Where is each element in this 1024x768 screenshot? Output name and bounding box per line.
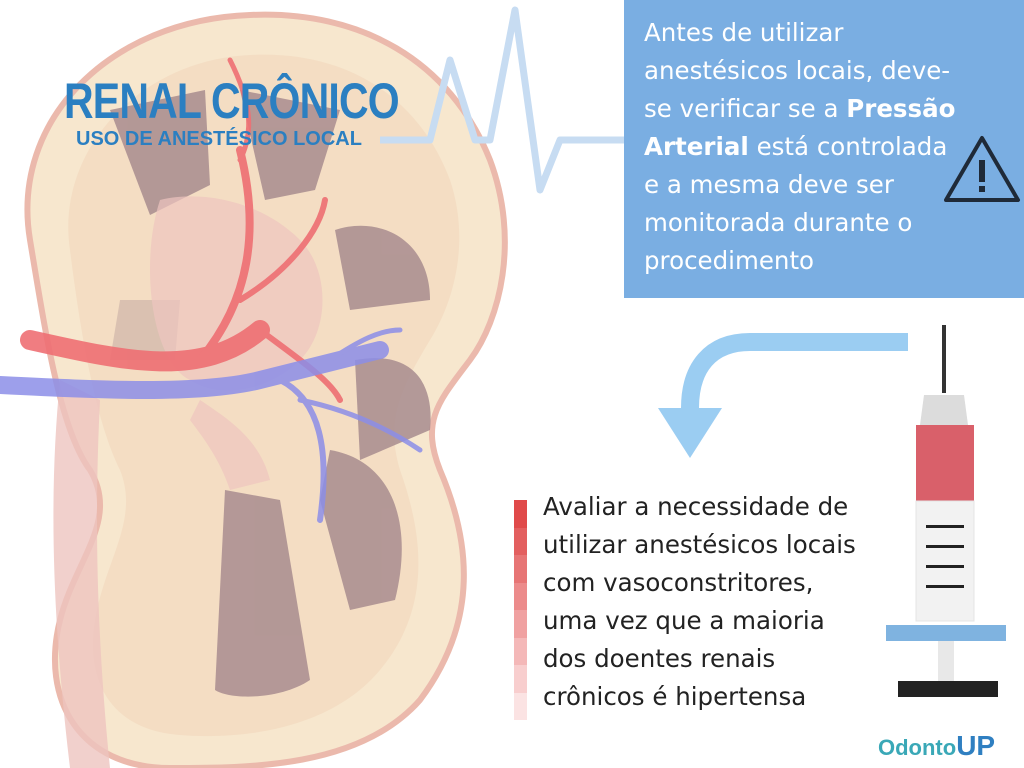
info-text-after: está controlada e a mesma deve ser monit… <box>644 132 948 275</box>
curved-arrow-icon <box>658 333 908 458</box>
warning-triangle-icon <box>944 136 1020 202</box>
recommendation-line: Avaliar a necessidade de <box>543 492 849 521</box>
gradient-segment <box>514 555 527 583</box>
gradient-segment <box>514 637 527 665</box>
gradient-segment <box>514 665 527 693</box>
syringe-icon <box>886 325 1006 697</box>
recommendation-line: dos doentes renais <box>543 644 776 673</box>
gradient-segment <box>514 610 527 638</box>
info-text: Antes de utilizar anestésicos locais, de… <box>644 14 964 280</box>
gradient-segment <box>514 500 527 528</box>
info-text-before: Antes de utilizar anestésicos locais, de… <box>644 18 951 123</box>
logo-up: UP <box>956 730 996 761</box>
info-text-bold: Pressão Arterial <box>644 94 956 161</box>
recommendation-line: uma vez que a maioria <box>543 606 825 635</box>
gradient-bar <box>514 500 527 720</box>
page-subtitle: USO DE ANESTÉSICO LOCAL <box>76 128 362 150</box>
gradient-segment <box>514 692 527 720</box>
info-box: Antes de utilizar anestésicos locais, de… <box>624 0 1024 298</box>
gradient-segment <box>514 527 527 555</box>
gradient-segment <box>514 582 527 610</box>
recommendation-line: com vasoconstritores, <box>543 568 814 597</box>
title-block: RENAL CRÔNICO USO DE ANESTÉSICO LOCAL <box>64 73 400 151</box>
recommendation-line: crônicos é hipertensa <box>543 682 807 711</box>
page-title: RENAL CRÔNICO <box>64 73 400 129</box>
logo-odonto: Odonto <box>878 735 957 760</box>
recommendation-text: Avaliar a necessidade de utilizar anesté… <box>543 488 883 716</box>
odontoup-logo: OdontoUP <box>878 730 995 762</box>
recommendation-line: utilizar anestésicos locais <box>543 530 856 559</box>
